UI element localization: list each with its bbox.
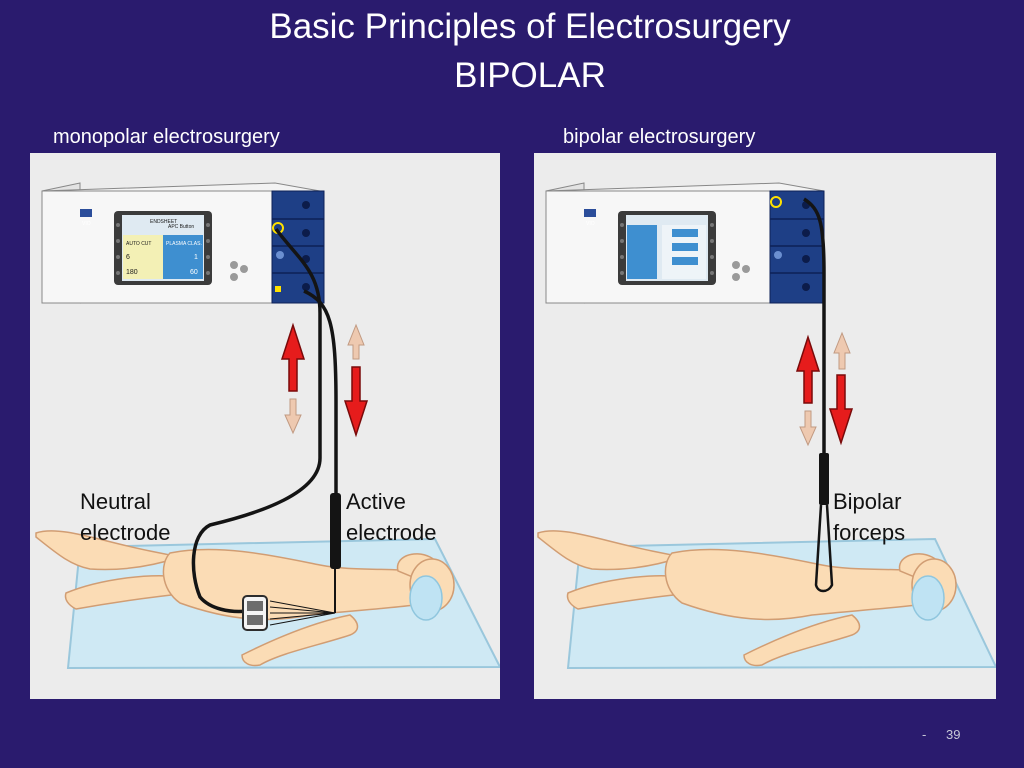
- screen-left-value-1: 6: [126, 254, 130, 261]
- current-arrows-left: [280, 322, 369, 438]
- monopolar-diagram: VIO ENDSHEET APC Button AUTO CUT PLASMA …: [30, 153, 500, 699]
- monopolar-label: monopolar electrosurgery: [53, 126, 280, 148]
- active-electrode-handle: [330, 493, 341, 569]
- forceps-tips: [814, 504, 834, 593]
- electrosurgical-unit: [545, 182, 825, 304]
- current-arrows-right: [795, 331, 854, 447]
- unit-badge: VIO: [586, 221, 595, 227]
- neutral-electrode-cable: [191, 227, 322, 614]
- active-electrode-caption: Active electrode: [346, 486, 437, 548]
- red-arrow-up: [280, 322, 306, 392]
- screen-right-value-1: 1: [194, 254, 198, 261]
- neutral-electrode-caption: Neutral electrode: [80, 486, 171, 548]
- patient-figure: [537, 530, 957, 667]
- footer-dash: -: [922, 727, 927, 742]
- pale-arrow-up: [833, 331, 851, 370]
- forceps-caption-line-2: forceps: [833, 520, 906, 545]
- forceps-caption-line-1: Bipolar: [833, 489, 902, 514]
- screen-header: ENDSHEET: [150, 219, 177, 225]
- red-arrow-down: [343, 366, 369, 438]
- pale-arrow-down: [284, 398, 302, 435]
- active-electrode-cable: [303, 289, 338, 493]
- bipolar-diagram: VIO Bipolar forceps: [534, 153, 996, 699]
- slide-title: Basic Principles of Electrosurgery: [269, 7, 791, 46]
- current-flow-lines: [269, 600, 336, 626]
- screen-right-value-2: 60: [190, 269, 198, 276]
- active-caption-line-2: electrode: [346, 520, 437, 545]
- red-arrow-up: [795, 334, 821, 404]
- neutral-caption-line-1: Neutral: [80, 489, 151, 514]
- unit-badge: VIO: [82, 221, 91, 227]
- pale-arrow-down: [799, 410, 817, 447]
- bipolar-label: bipolar electrosurgery: [563, 126, 756, 148]
- bipolar-cable: [803, 197, 826, 453]
- neutral-caption-line-2: electrode: [80, 520, 171, 545]
- screen-right-mode: PLASMA CLAS.: [166, 241, 202, 247]
- active-caption-line-1: Active: [346, 489, 406, 514]
- screen-left-mode: AUTO CUT: [126, 241, 151, 247]
- page-number: 39: [946, 727, 961, 742]
- screen-left-value-2: 180: [126, 269, 138, 276]
- bipolar-forceps-caption: Bipolar forceps: [833, 486, 905, 548]
- bipolar-illustration: VIO: [537, 182, 996, 670]
- monopolar-illustration: VIO ENDSHEET APC Button AUTO CUT PLASMA …: [35, 182, 500, 670]
- slide-subtitle: BIPOLAR: [454, 56, 606, 95]
- screen-right-top: APC Button: [168, 224, 194, 230]
- red-arrow-down: [828, 374, 854, 446]
- forceps-handle: [819, 453, 829, 505]
- head-cap: [409, 575, 443, 621]
- head-cap: [911, 575, 945, 621]
- pale-arrow-up: [347, 323, 365, 360]
